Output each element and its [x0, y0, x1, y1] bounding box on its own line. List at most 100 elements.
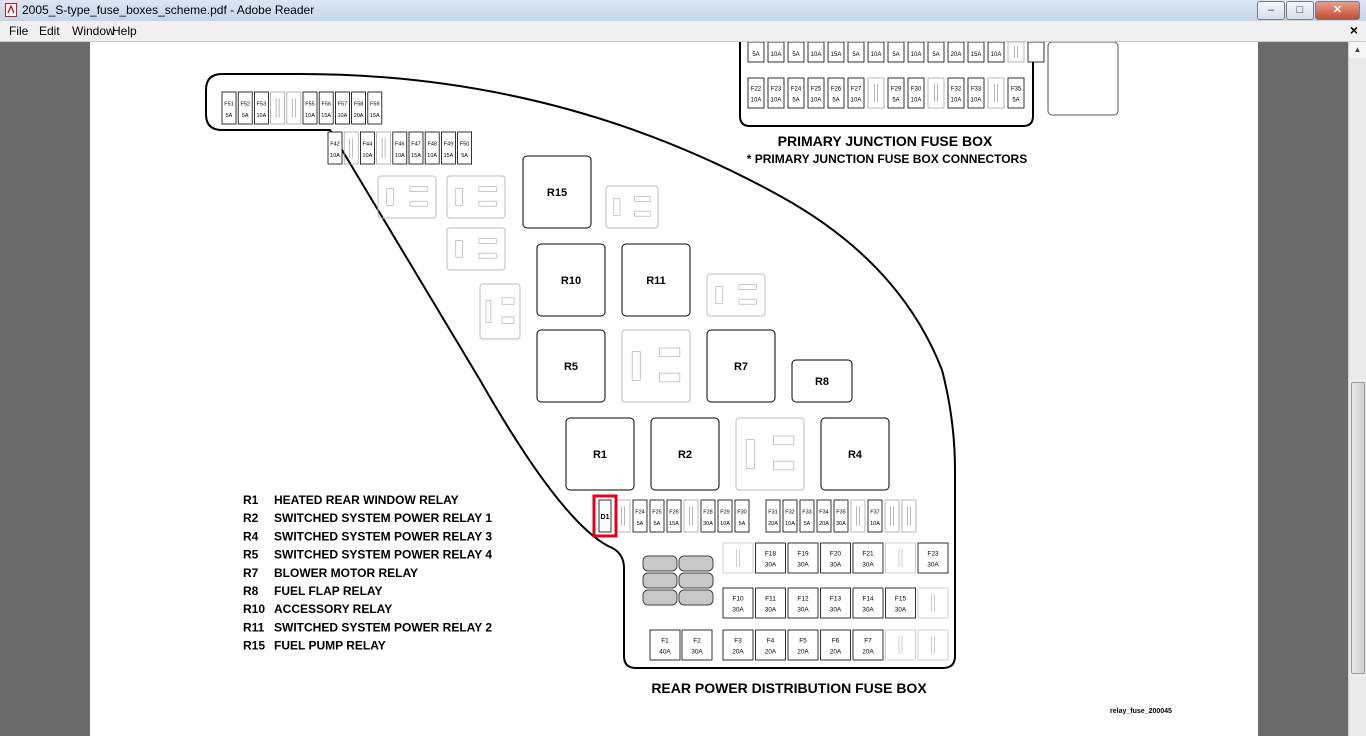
high-current-fuse[interactable]	[755, 542, 786, 574]
fuse[interactable]	[440, 131, 456, 165]
fuse[interactable]	[457, 131, 473, 165]
fuse[interactable]	[237, 91, 253, 125]
close-document-icon[interactable]: ×	[1349, 22, 1358, 38]
relay[interactable]	[706, 329, 776, 403]
fuse[interactable]	[253, 91, 269, 125]
fuse[interactable]	[907, 42, 925, 63]
high-current-fuse[interactable]	[787, 587, 819, 619]
fuse[interactable]	[747, 42, 765, 63]
fuse[interactable]	[318, 91, 334, 125]
relay-label: R15	[547, 187, 567, 199]
high-current-fuse[interactable]	[820, 587, 851, 619]
fuse[interactable]	[221, 91, 237, 125]
fuse[interactable]	[967, 77, 985, 109]
fuse-id: F25	[652, 509, 661, 515]
relay[interactable]	[536, 329, 606, 403]
title-bar: 2005_S-type_fuse_boxes_scheme.pdf - Adob…	[0, 0, 1366, 21]
menu-view[interactable]: Window	[72, 24, 115, 38]
fuse[interactable]	[351, 91, 367, 125]
high-current-fuse[interactable]	[787, 542, 819, 574]
fuse[interactable]	[927, 42, 945, 63]
fuse[interactable]	[887, 42, 905, 63]
fuse[interactable]	[747, 77, 765, 109]
fuse[interactable]	[799, 499, 815, 533]
fuse[interactable]	[408, 131, 424, 165]
high-current-fuse[interactable]	[722, 587, 754, 619]
fuse[interactable]	[1027, 42, 1045, 63]
high-current-fuse[interactable]	[681, 629, 713, 661]
fuse[interactable]	[424, 131, 440, 165]
fuse[interactable]	[827, 77, 845, 109]
menu-file[interactable]: File	[9, 24, 29, 38]
scroll-thumb[interactable]	[1351, 382, 1365, 674]
high-current-fuse[interactable]	[885, 587, 916, 619]
fuse[interactable]	[987, 42, 1005, 63]
relay-label: R10	[561, 275, 581, 287]
fuse[interactable]	[947, 77, 965, 109]
relay[interactable]	[522, 155, 592, 229]
minimize-button[interactable]: –	[1257, 1, 1285, 20]
fuse[interactable]	[1007, 77, 1025, 109]
high-current-fuse[interactable]	[787, 629, 819, 661]
high-current-fuse[interactable]	[852, 587, 884, 619]
d1-diode[interactable]	[598, 499, 612, 533]
fuse[interactable]	[767, 42, 785, 63]
fuse[interactable]	[327, 131, 343, 165]
fuse[interactable]	[867, 42, 885, 63]
fuse[interactable]	[833, 499, 849, 533]
fuse[interactable]	[367, 91, 383, 125]
menu-edit[interactable]: Edit	[39, 24, 60, 38]
maximize-button[interactable]: □	[1286, 1, 1314, 20]
high-current-fuse[interactable]	[852, 629, 884, 661]
fuse[interactable]	[334, 91, 350, 125]
scroll-up-icon[interactable]: ▲	[1349, 42, 1366, 58]
fuse[interactable]	[816, 499, 832, 533]
empty-relay-slot	[605, 185, 659, 229]
fuse-id: F46	[395, 141, 404, 147]
high-current-fuse[interactable]	[722, 629, 754, 661]
fuse[interactable]	[947, 42, 965, 63]
fuse[interactable]	[767, 77, 785, 109]
relay[interactable]	[650, 417, 720, 491]
relay[interactable]	[565, 417, 635, 491]
relay[interactable]	[536, 243, 606, 317]
fuse[interactable]	[359, 131, 375, 165]
fuse[interactable]	[765, 499, 781, 533]
fuse[interactable]	[782, 499, 798, 533]
high-current-fuse[interactable]	[917, 542, 949, 574]
fuse[interactable]	[827, 42, 845, 63]
fuse[interactable]	[302, 91, 318, 125]
fuse[interactable]	[847, 77, 865, 109]
high-current-fuse[interactable]	[820, 542, 851, 574]
fuse[interactable]	[807, 42, 825, 63]
high-current-fuse[interactable]	[852, 542, 884, 574]
fuse[interactable]	[787, 77, 805, 109]
fuse[interactable]	[392, 131, 408, 165]
high-current-fuse[interactable]	[755, 629, 786, 661]
fuse[interactable]	[887, 77, 905, 109]
high-current-fuse[interactable]	[649, 629, 681, 661]
fuse[interactable]	[734, 499, 750, 533]
vertical-scrollbar[interactable]: ▲	[1348, 42, 1366, 736]
fuse[interactable]	[907, 77, 925, 109]
high-current-fuse[interactable]	[755, 587, 786, 619]
close-window-button[interactable]: ✕	[1315, 1, 1360, 20]
relay[interactable]	[820, 417, 890, 491]
fuse[interactable]	[700, 499, 716, 533]
fuse[interactable]	[717, 499, 733, 533]
fuse[interactable]	[666, 499, 682, 533]
menu-window[interactable]: Help	[112, 24, 137, 38]
fuse[interactable]	[632, 499, 648, 533]
fuse[interactable]	[867, 499, 883, 533]
fuse[interactable]	[967, 42, 985, 63]
fuse[interactable]	[649, 499, 665, 533]
fuse[interactable]	[787, 42, 805, 63]
high-current-fuse[interactable]	[820, 629, 851, 661]
relay[interactable]	[621, 243, 691, 317]
empty-fuse-slot	[286, 91, 302, 125]
relay[interactable]	[791, 359, 853, 403]
fuse-id: F23	[771, 87, 782, 93]
fuse[interactable]	[807, 77, 825, 109]
fuse[interactable]	[847, 42, 865, 63]
